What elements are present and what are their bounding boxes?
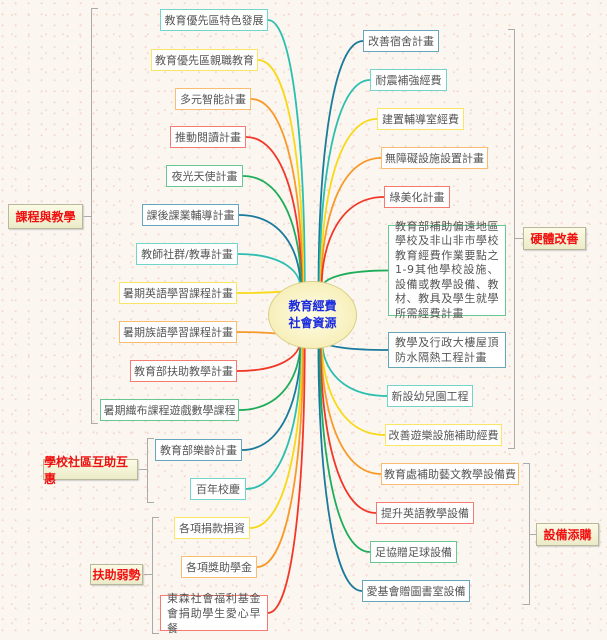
connector-line	[319, 118, 378, 288]
topic-node[interactable]: 新設幼兒園工程	[387, 385, 473, 407]
connector-line	[241, 340, 302, 451]
bracket-stub	[529, 534, 536, 535]
connector-line	[317, 40, 364, 288]
connector-line	[320, 196, 385, 288]
category-hardware[interactable]: 硬體改善	[523, 227, 586, 250]
connector-line	[249, 340, 304, 529]
connector-line	[317, 340, 363, 592]
connector-line	[320, 157, 382, 288]
topic-node[interactable]: 夜光天使計畫	[166, 165, 243, 187]
category-disadvantaged[interactable]: 扶助弱勢	[90, 564, 143, 585]
topic-node[interactable]: 教學及行政大樓屋頂防水隔熱工程計畫	[388, 332, 506, 368]
topic-node[interactable]: 改善遊樂設施補助經費	[385, 424, 502, 446]
connector-line	[238, 214, 302, 288]
topic-node[interactable]: 暑期織布課程遊戲數學課程	[100, 399, 239, 421]
topic-node[interactable]: 耐震補強經費	[370, 69, 447, 91]
topic-node[interactable]: 愛基會贈圖書室設備	[362, 580, 470, 602]
bracket-community	[147, 438, 154, 503]
category-community[interactable]: 學校社區互助互惠	[43, 455, 138, 486]
topic-node[interactable]: 教育優先區親職教育	[151, 49, 258, 71]
topic-node[interactable]: 建置輔導室經費	[377, 108, 464, 130]
central-topic[interactable]: 教育經費 社會資源	[268, 281, 357, 349]
bracket-curriculum	[91, 8, 98, 424]
connector-line	[318, 340, 371, 553]
topic-node[interactable]: 提升英語教學設備	[376, 502, 474, 524]
topic-node[interactable]: 綠美化計畫	[384, 186, 450, 208]
topic-node[interactable]: 推動閱讀計畫	[170, 126, 246, 148]
topic-node[interactable]: 暑期英語學習課程計畫	[119, 282, 237, 304]
central-topic-line2: 社會資源	[288, 316, 337, 330]
bracket-stub	[143, 574, 152, 575]
category-equipment[interactable]: 設備添購	[536, 523, 599, 546]
topic-node[interactable]: 教師社群/教專計畫	[136, 243, 238, 265]
topic-node[interactable]: 百年校慶	[190, 478, 246, 500]
topic-node[interactable]: 教育部樂齡計畫	[155, 439, 242, 461]
topic-node[interactable]: 教育部扶助教學計畫	[130, 360, 237, 382]
connector-line	[267, 19, 306, 288]
bracket-stub	[514, 238, 523, 239]
central-topic-line1: 教育經費	[288, 299, 337, 313]
connector-line	[256, 340, 305, 568]
topic-node[interactable]: 東森社會福利基金會捐助學生愛心早餐	[160, 592, 268, 635]
connector-line	[245, 136, 303, 288]
connector-line	[237, 253, 302, 288]
topic-node[interactable]: 課後課業輔導計畫	[142, 204, 239, 226]
connector-line	[250, 98, 304, 288]
topic-node[interactable]: 各項捐款捐資	[174, 517, 250, 539]
bracket-hardware	[508, 29, 515, 449]
connector-line	[257, 59, 305, 288]
topic-node[interactable]: 改善宿舍計畫	[363, 30, 439, 52]
topic-node[interactable]: 教育處補助藝文教學設備費	[381, 463, 519, 485]
topic-node[interactable]: 暑期族語學習課程計畫	[119, 321, 237, 343]
topic-node[interactable]: 教育優先區特色發展	[160, 9, 268, 31]
topic-node[interactable]: 教育部補助偏遠地區學校及非山非市學校教育經費作業要點之1-9其他學校設施、設備或…	[388, 220, 506, 320]
connector-line	[320, 340, 386, 436]
connector-line	[320, 340, 382, 475]
connector-line	[242, 175, 303, 288]
connector-line	[245, 340, 303, 490]
connector-line	[267, 340, 306, 614]
topic-node[interactable]: 無障礙設施設置計畫	[381, 147, 488, 169]
bracket-stub	[138, 469, 147, 470]
topic-node[interactable]: 各項獎助學金	[181, 556, 257, 578]
bracket-stub	[82, 216, 91, 217]
connector-line	[319, 340, 377, 514]
connector-line	[238, 340, 302, 411]
topic-node[interactable]: 足協贈足球設備	[370, 541, 457, 563]
bracket-disadvantaged	[152, 517, 159, 634]
category-curriculum[interactable]: 課程與教學	[8, 204, 83, 229]
topic-node[interactable]: 多元智能計畫	[175, 88, 251, 110]
connector-line	[318, 79, 371, 288]
